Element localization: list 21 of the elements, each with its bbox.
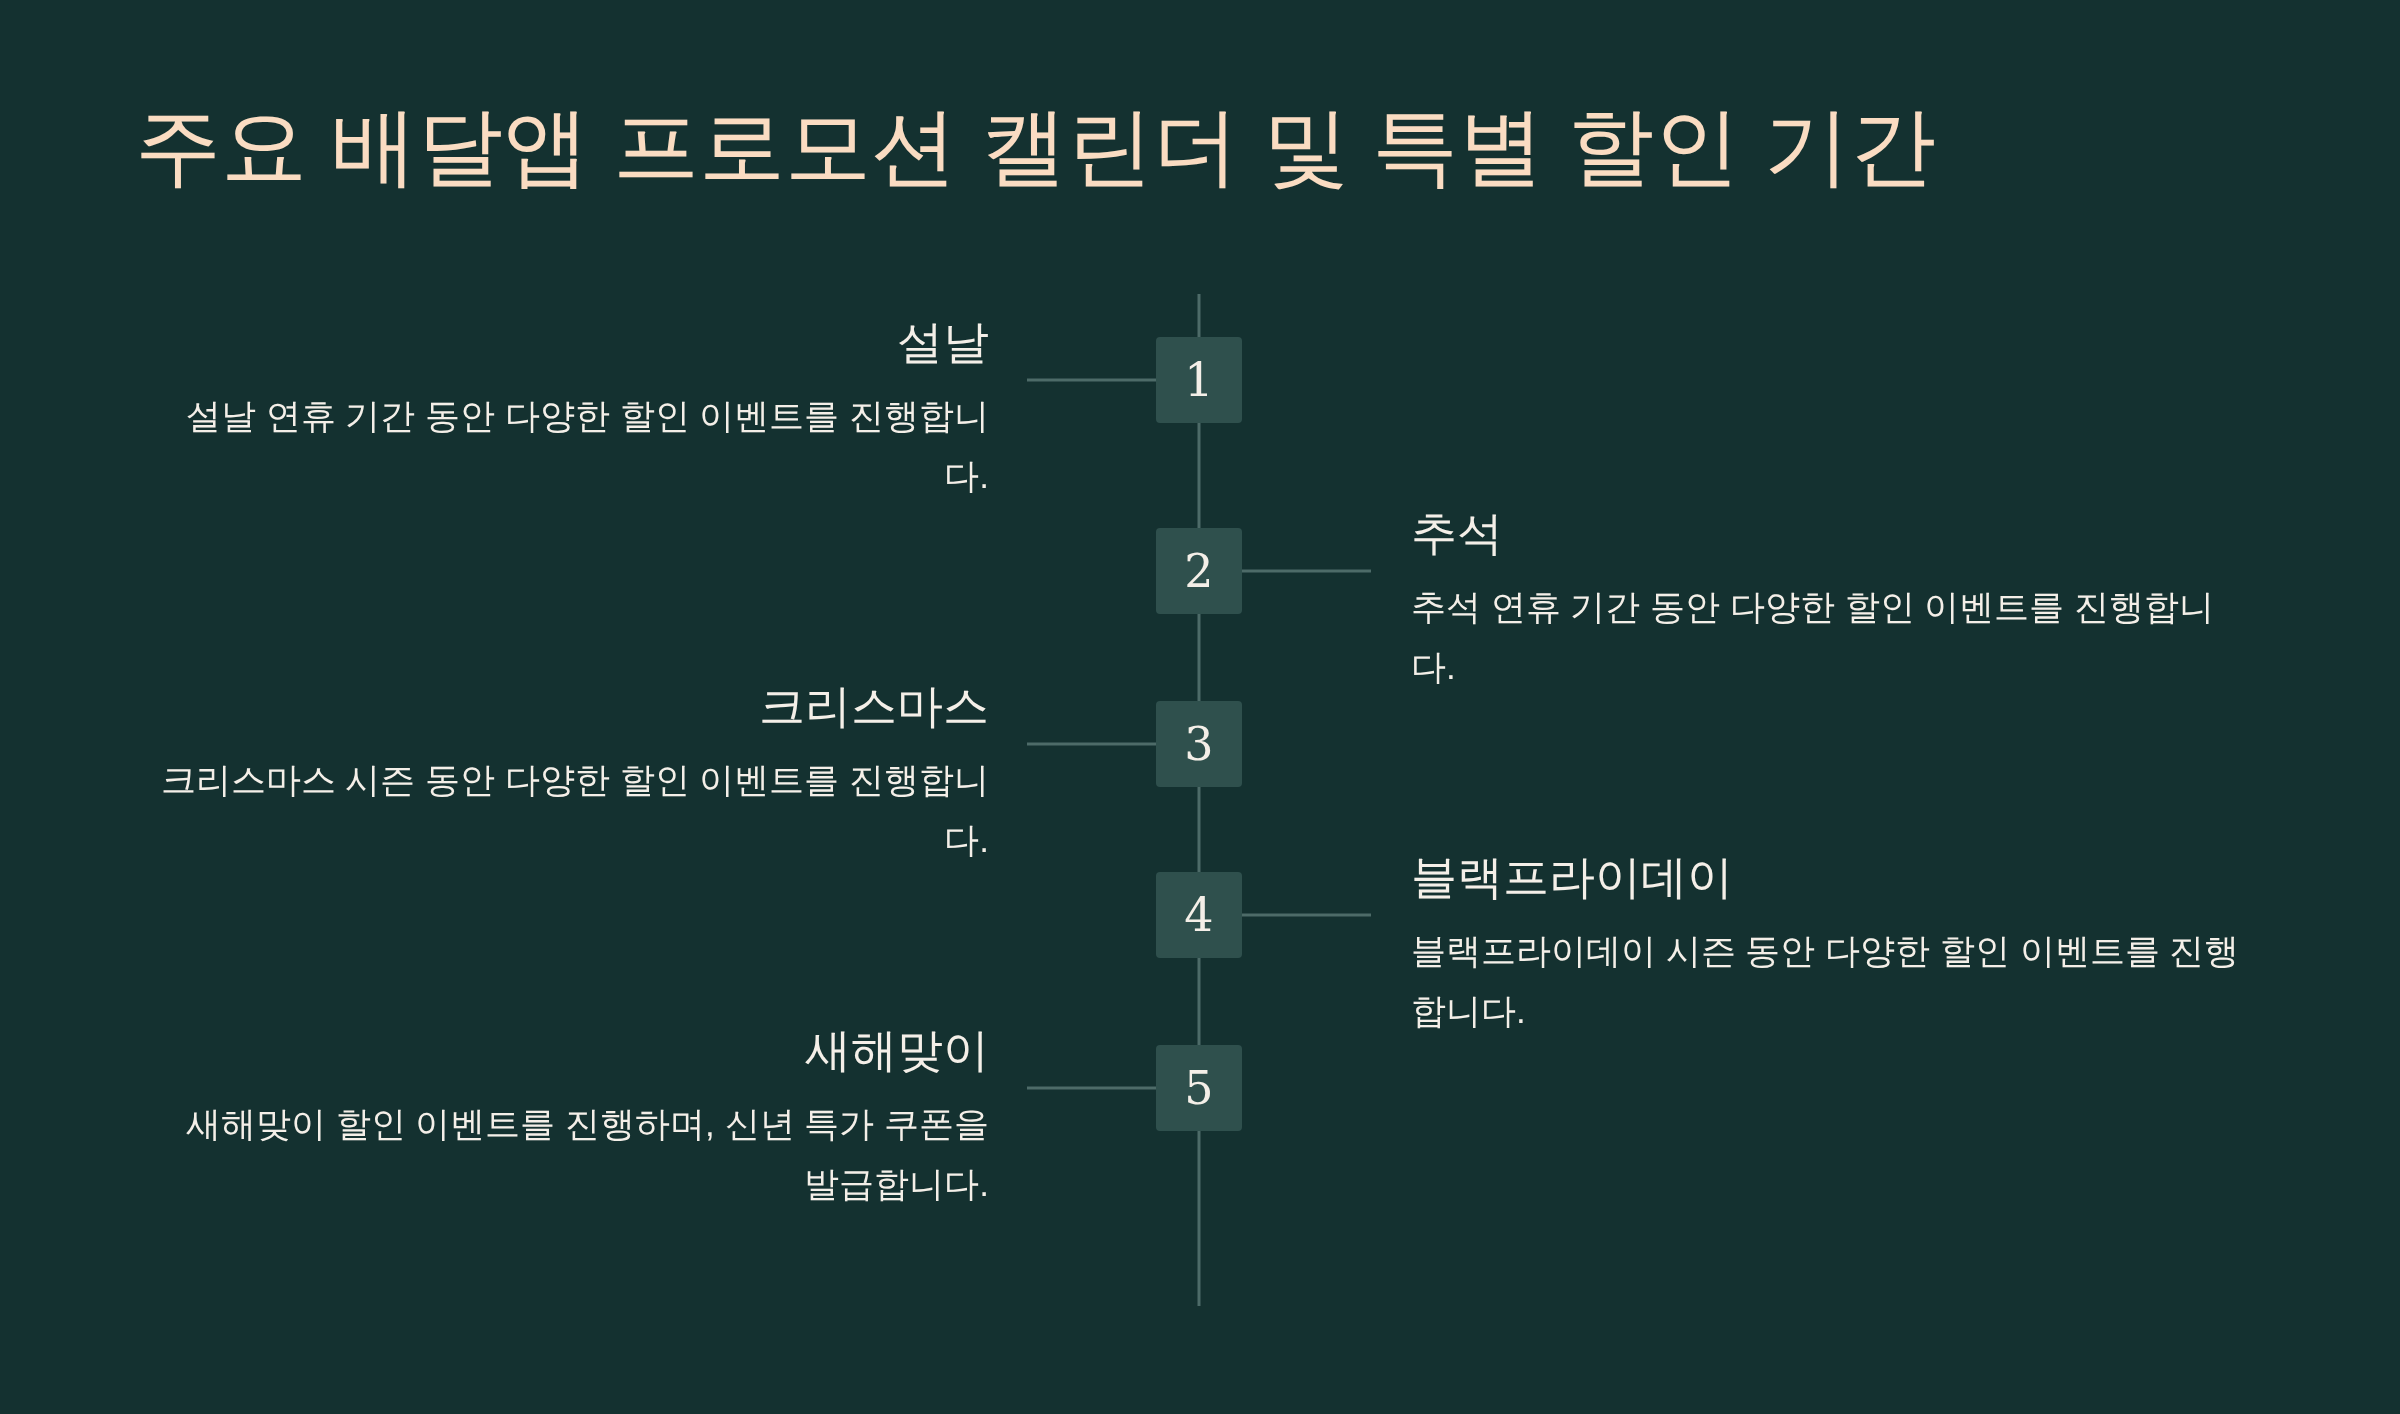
connector-line [1027,1086,1156,1090]
event-description: 새해맞이 할인 이벤트를 진행하며, 신년 특가 쿠폰을 발급합니다. [184,1103,989,1205]
number-box: 4 [1156,872,1242,958]
number-box: 5 [1156,1045,1242,1131]
event-description: 블랙프라이데이 시즌 동안 다양한 할인 이벤트를 진행합니다. [1411,930,2241,1032]
connector-line [1242,569,1371,573]
event-heading: 설날 [897,315,989,370]
connector-line [1027,742,1156,746]
event-description: 크리스마스 시즌 동안 다양한 할인 이벤트를 진행합니다. [159,759,989,861]
connector-line [1027,378,1156,382]
number-box: 2 [1156,528,1242,614]
title: 주요 배달앱 프로모션 캘린더 및 특별 할인 기간 [135,97,1937,196]
event-heading: 블랙프라이데이 [1411,850,1733,905]
event-heading: 크리스마스 [759,679,989,734]
event-description: 설날 연휴 기간 동안 다양한 할인 이벤트를 진행합니다. [184,395,989,497]
connector-line [1242,913,1371,917]
event-heading: 새해맞이 [805,1023,989,1078]
number-box: 3 [1156,701,1242,787]
event-heading: 추석 [1411,506,1503,561]
number-box: 1 [1156,337,1242,423]
event-description: 추석 연휴 기간 동안 다양한 할인 이벤트를 진행합니다. [1411,586,2216,688]
